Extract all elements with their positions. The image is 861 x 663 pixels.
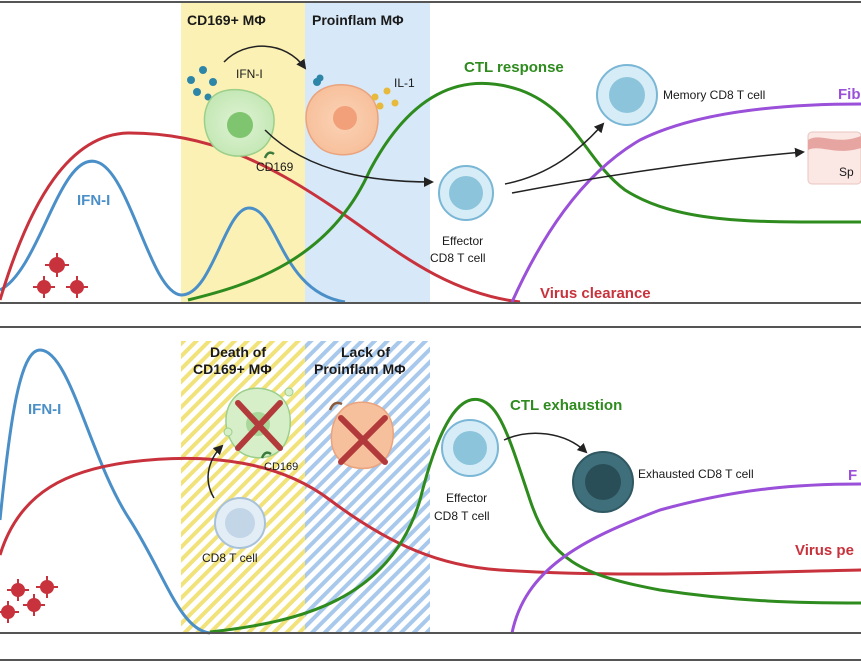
bottom-effector-label-line1: Effector: [446, 491, 487, 505]
spleen-label: Sp: [839, 165, 854, 179]
il1-dots-icon: [371, 87, 399, 110]
arrow-cd8-to-macrophage: [207, 444, 224, 499]
arrow-cd169-to-effector: [264, 129, 434, 187]
death-band: [181, 341, 305, 633]
exhausted-t-cell-icon: [572, 451, 634, 513]
top-panel: CD169+ MΦ Proinflam MΦ IFN-I Virus clear…: [0, 1, 861, 304]
bottom-effector-label-line2: CD8 T cell: [434, 509, 490, 523]
bottom-virus-curve: [0, 456, 861, 576]
virus-icon: [33, 253, 88, 298]
bottom-fib-label: F: [848, 467, 857, 484]
ifn-curve: [0, 159, 346, 304]
ctl-curve: [187, 81, 861, 302]
fib-label: Fib: [838, 86, 861, 103]
bottom-cd169-receptor-icon: [260, 451, 272, 459]
effector-t-cell-icon: [438, 165, 494, 221]
arrow-cd169-to-proinflam: [223, 45, 307, 70]
ifn-label: IFN-I: [77, 192, 110, 209]
arrow-effector-to-spleen: [511, 147, 805, 194]
death-header-line1: Death of: [210, 344, 266, 360]
arrow-effector-to-memory: [504, 122, 605, 185]
virus-persistence-label: Virus pe: [795, 542, 854, 559]
proinflam-macrophage-icon: [305, 78, 379, 156]
bottom-fib-curve: [510, 482, 861, 634]
bottom-cd169-label: CD169: [264, 461, 298, 473]
lack-header-line1: Lack of: [341, 344, 390, 360]
bottom-panel: Death of CD169+ MΦ Lack of Proinflam MΦ …: [0, 341, 861, 661]
bottom-effector-t-cell-icon: [441, 419, 499, 477]
cd169-macrophage-icon: [203, 88, 275, 157]
bottom-ctl-curve: [209, 397, 861, 634]
fib-curve: [510, 102, 861, 303]
memory-t-cell-icon: [596, 64, 658, 126]
cd8-label: CD8 T cell: [202, 551, 258, 565]
arrow-effector-to-exhausted: [503, 432, 588, 454]
ctl-exhaustion-label: CTL exhaustion: [510, 397, 622, 414]
cd8-t-cell-icon: [214, 497, 266, 549]
bottom-cross-mark-icon: [338, 415, 388, 465]
proinflam-header: Proinflam MΦ: [312, 12, 404, 28]
cd169-receptor-icon: [263, 151, 275, 159]
cd169-header: CD169+ MΦ: [187, 12, 266, 28]
exhausted-label: Exhausted CD8 T cell: [638, 467, 754, 481]
memory-label: Memory CD8 T cell: [663, 88, 765, 102]
ifn-dots-icon: [187, 66, 324, 101]
il1-label: IL-1: [394, 76, 415, 90]
bottom-ifn-curve: [0, 348, 211, 635]
top-effector-label-line2: CD8 T cell: [430, 251, 486, 265]
ifn-small-label: IFN-I: [236, 67, 263, 81]
ctl-response-label: CTL response: [464, 59, 564, 76]
cross-mark-icon: [235, 400, 283, 451]
proinflam-band: [305, 3, 430, 303]
top-effector-label-line1: Effector: [442, 234, 483, 248]
virus-clearance-label: Virus clearance: [540, 285, 651, 302]
bottom-ifn-label: IFN-I: [28, 401, 61, 418]
bottom-virus-icon: [0, 576, 58, 623]
lack-band: [305, 341, 430, 633]
spleen-tissue-icon: [807, 131, 861, 185]
death-header-line2: CD169+ MΦ: [193, 361, 272, 377]
cd169-receptor-label: CD169: [256, 160, 294, 174]
lack-header-line2: Proinflam MΦ: [314, 361, 406, 377]
